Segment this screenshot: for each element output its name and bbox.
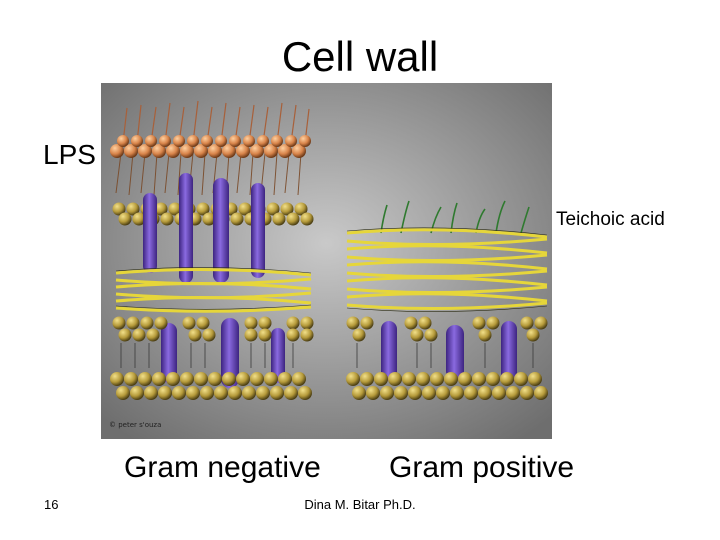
cell-wall-illustration: © peter s'ouza	[101, 83, 552, 439]
thin-peptidoglycan	[115, 267, 312, 313]
lps-label: LPS	[43, 139, 96, 170]
porin-proteins	[143, 173, 285, 388]
gram-positive-label: Gram positive	[389, 451, 575, 484]
slide-number: 16	[44, 497, 59, 512]
gp-membrane-lower-heads	[346, 372, 548, 400]
gp-membrane-heads	[346, 316, 548, 342]
footer-author: Dina M. Bitar Ph.D.	[304, 497, 416, 512]
thick-peptidoglycan	[346, 228, 548, 311]
inner-membrane-heads	[112, 316, 314, 342]
gram-positive-diagram	[346, 200, 548, 400]
copyright-text: © peter s'ouza	[109, 421, 161, 429]
lps-heads	[110, 135, 311, 158]
teichoic-acid-label: Teichoic acid	[556, 209, 665, 230]
inner-membrane-lower-heads	[110, 372, 312, 400]
gram-negative-label: Gram negative	[124, 451, 321, 484]
gram-negative-diagram	[110, 100, 314, 400]
slide-title: Cell wall	[281, 33, 439, 80]
